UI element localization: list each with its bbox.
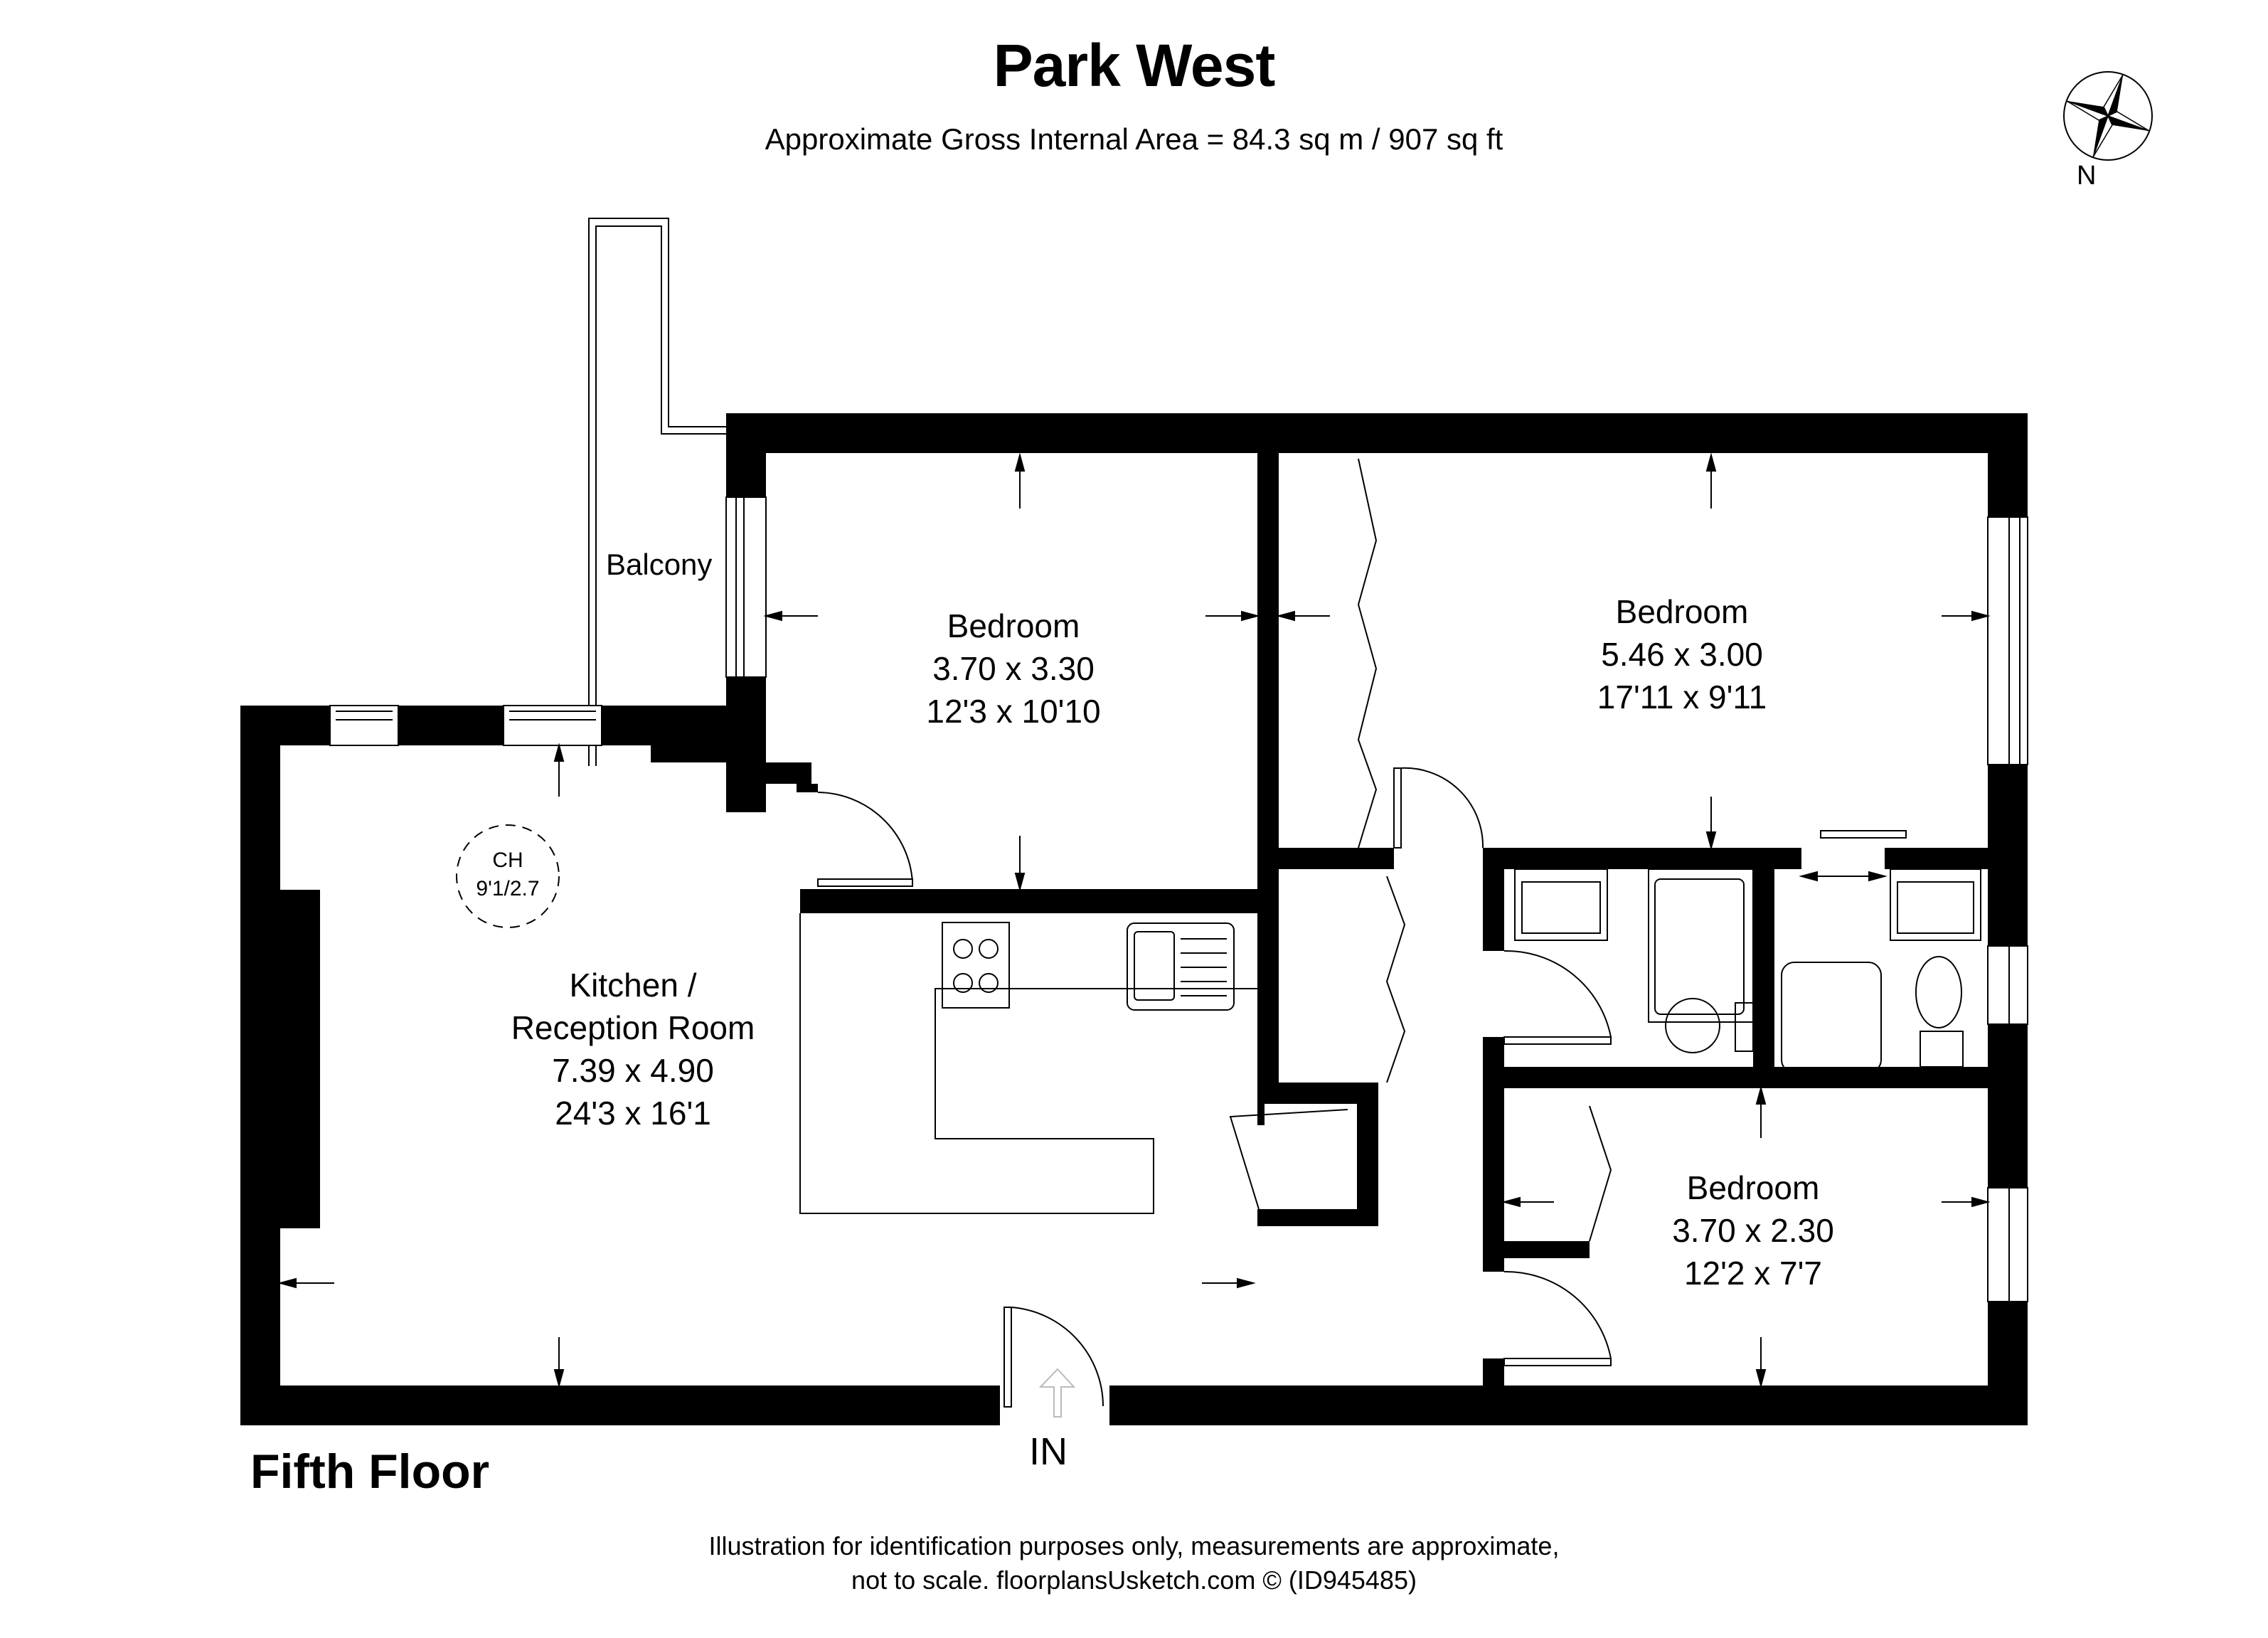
room-metric: 5.46 x 3.00 [1601, 636, 1763, 673]
room-metric: 7.39 x 4.90 [552, 1052, 714, 1089]
room-imperial: 17'11 x 9'11 [1597, 679, 1767, 716]
room-imperial: 12'2 x 7'7 [1683, 1255, 1823, 1292]
compass-rose-icon [2063, 71, 2153, 161]
balcony-label: Balcony [606, 548, 713, 581]
entrance-label: IN [1029, 1430, 1068, 1473]
room-imperial: 12'3 x 10'10 [926, 693, 1101, 730]
dimension-arrows [277, 452, 1991, 1388]
gross-area-subtitle: Approximate Gross Internal Area = 84.3 s… [765, 122, 1503, 156]
room-name-line2: Reception Room [511, 1009, 755, 1046]
room-name: Bedroom [947, 607, 1080, 644]
room-metric: 3.70 x 3.30 [932, 650, 1095, 687]
entrance-arrow-icon [1038, 1368, 1076, 1418]
room-imperial: 24'3 x 16'1 [555, 1095, 711, 1132]
room-name: Bedroom [1686, 1169, 1820, 1206]
ceiling-height-label: CH 9'1/2.7 [457, 846, 559, 903]
room-metric: 3.70 x 2.30 [1672, 1212, 1834, 1249]
room-name: Kitchen / [569, 967, 697, 1004]
disclaimer-line-2: not to scale. floorplansUsketch.com © (I… [851, 1565, 1417, 1595]
compass-north-label: N [2077, 161, 2097, 191]
walls [240, 413, 2028, 1425]
ceiling-height-code: CH [492, 849, 523, 872]
ceiling-height-marker [456, 824, 560, 928]
plan-title: Park West [993, 32, 1276, 99]
bathroom-fixtures [1514, 830, 1981, 1073]
ceiling-height-value: 9'1/2.7 [476, 877, 540, 900]
kitchen-counter [799, 913, 1257, 1214]
floor-label: Fifth Floor [250, 1445, 490, 1499]
room-name: Bedroom [1615, 593, 1749, 630]
balcony-railing [588, 218, 726, 766]
windows [329, 496, 2028, 1302]
wardrobe-doors [1229, 458, 1612, 1242]
disclaimer: Illustration for identification purposes… [0, 1529, 2268, 1597]
room-kitchen-reception: Kitchen / Reception Room 7.39 x 4.90 24'… [462, 964, 804, 1134]
doors [817, 767, 1612, 1408]
room-bedroom-2: Bedroom 5.46 x 3.00 17'11 x 9'11 [1540, 590, 1824, 718]
room-bedroom-1: Bedroom 3.70 x 3.30 12'3 x 10'10 [871, 605, 1156, 733]
room-bedroom-3: Bedroom 3.70 x 2.30 12'2 x 7'7 [1611, 1166, 1895, 1294]
disclaimer-line-1: Illustration for identification purposes… [708, 1531, 1560, 1560]
